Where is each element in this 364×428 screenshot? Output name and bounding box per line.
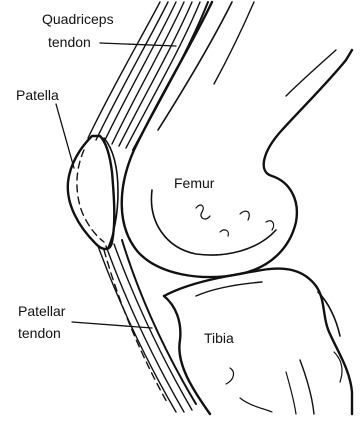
quadriceps-tendon-label-line1: Quadriceps	[42, 11, 114, 27]
patellar-tendon-leader-line	[72, 322, 152, 328]
patella-leader-line	[56, 104, 74, 168]
patellar-tendon-label-line1: Patellar	[18, 303, 66, 319]
tibia-label: Tibia	[204, 330, 234, 346]
femur-bone	[122, 2, 352, 277]
patella-label: Patella	[16, 87, 59, 103]
femur-label: Femur	[174, 175, 215, 191]
quadriceps-tendon-label-line2: tendon	[48, 34, 91, 50]
patella-bone	[68, 136, 118, 249]
leader-lines	[56, 43, 176, 328]
tibia-bone	[164, 269, 352, 414]
patellar-tendon-label-line2: tendon	[18, 325, 61, 341]
patellar-tendon	[98, 240, 196, 412]
